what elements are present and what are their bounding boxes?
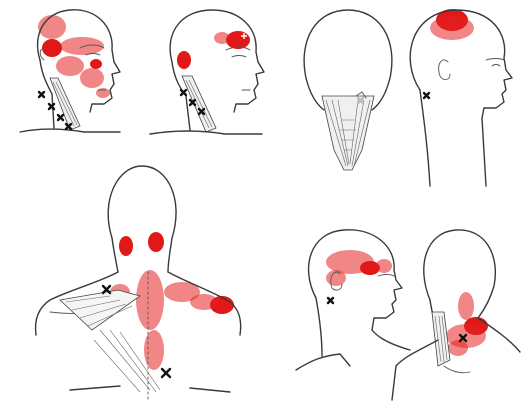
trigger-point-referral-illustration [0,0,531,408]
